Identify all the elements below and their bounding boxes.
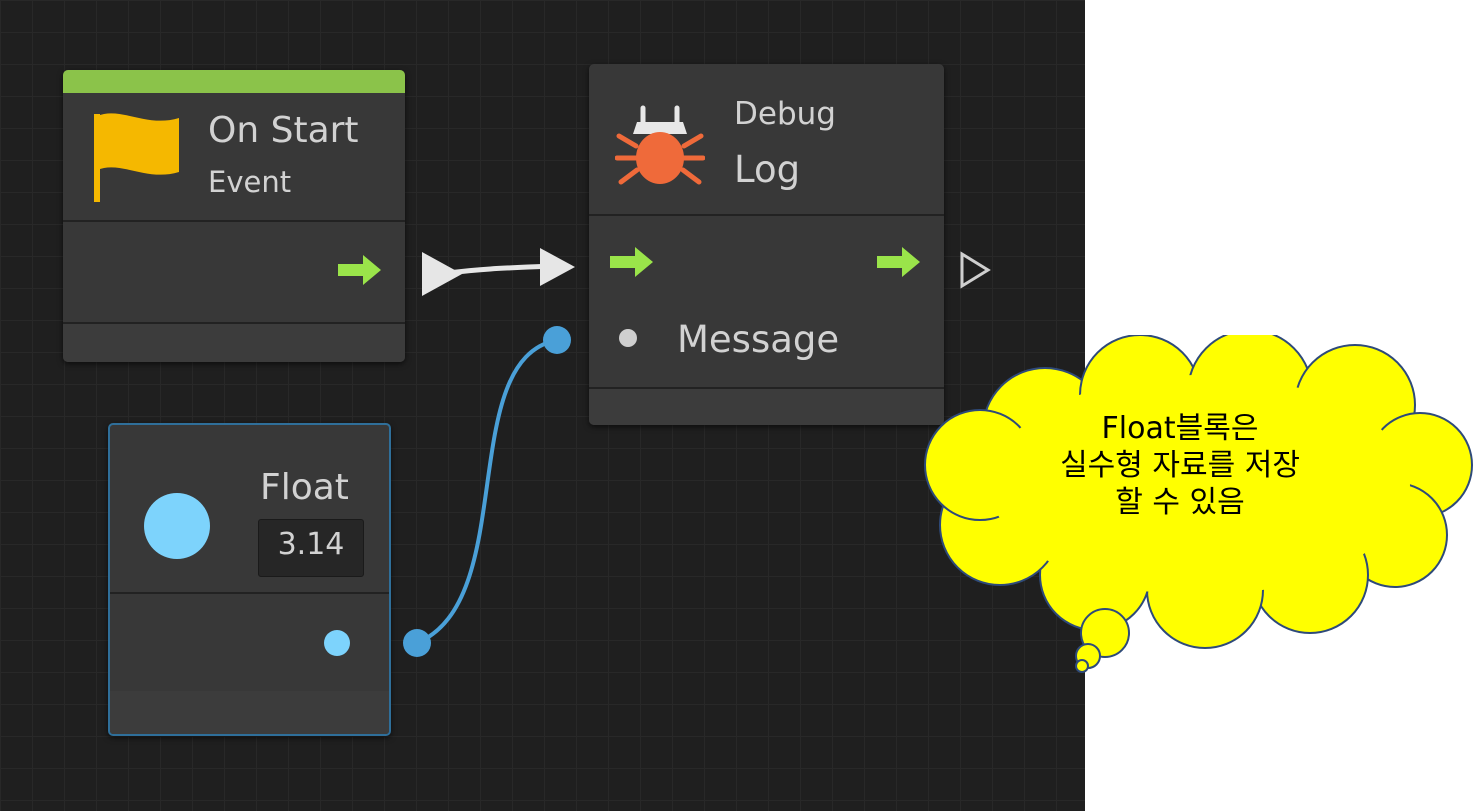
on-start-footer xyxy=(63,324,405,362)
float-footer xyxy=(110,691,389,734)
message-port-dot[interactable] xyxy=(619,329,637,347)
float-wire[interactable] xyxy=(416,338,558,645)
on-start-subtitle: Event xyxy=(208,165,292,199)
float-node[interactable]: Float 3.14 xyxy=(108,423,391,736)
float-wire-end-knob[interactable] xyxy=(543,326,571,354)
float-wire-start-knob[interactable] xyxy=(403,629,431,657)
thought-cloud-callout xyxy=(924,335,1473,673)
callout-text: Float블록은 실수형 자료를 저장 할 수 있음 xyxy=(1010,410,1350,521)
on-start-footer-divider xyxy=(63,322,405,324)
debug-log-node[interactable]: Debug Log Message xyxy=(589,64,944,425)
flow-wire-start-arrow[interactable] xyxy=(422,252,462,296)
debug-log-divider xyxy=(589,214,944,216)
on-start-node[interactable]: On Start Event xyxy=(63,70,405,362)
debug-log-footer xyxy=(589,389,944,425)
float-divider xyxy=(110,592,389,594)
debug-log-footer-divider xyxy=(589,387,944,389)
float-value-field[interactable]: 3.14 xyxy=(258,519,364,577)
flow-out-arrow-icon[interactable] xyxy=(874,244,924,280)
bug-icon xyxy=(615,105,705,185)
flow-in-arrow-icon[interactable] xyxy=(607,244,657,280)
on-start-title: On Start xyxy=(208,110,359,151)
message-input-label: Message xyxy=(677,318,840,361)
callout-line-3: 할 수 있음 xyxy=(1115,485,1245,520)
callout-line-1: Float블록은 xyxy=(1101,411,1259,446)
debug-log-category: Debug xyxy=(734,96,836,132)
on-start-divider xyxy=(63,220,405,222)
graph-canvas[interactable]: On Start Event Debug Log Message xyxy=(0,0,1085,811)
float-title: Float xyxy=(260,467,349,508)
float-value-icon xyxy=(144,493,210,559)
float-output-port[interactable] xyxy=(324,630,350,656)
flow-wire-end-arrow[interactable] xyxy=(540,248,575,286)
flag-icon xyxy=(94,113,179,202)
connection-layer xyxy=(403,248,575,657)
callout-line-2: 실수형 자료를 저장 xyxy=(1060,448,1300,483)
flow-out-arrow-icon[interactable] xyxy=(335,252,385,288)
flow-wire[interactable] xyxy=(447,263,553,276)
on-start-header-bar xyxy=(63,70,405,93)
flow-output-port-icon[interactable] xyxy=(958,250,994,290)
debug-log-title: Log xyxy=(734,148,801,191)
